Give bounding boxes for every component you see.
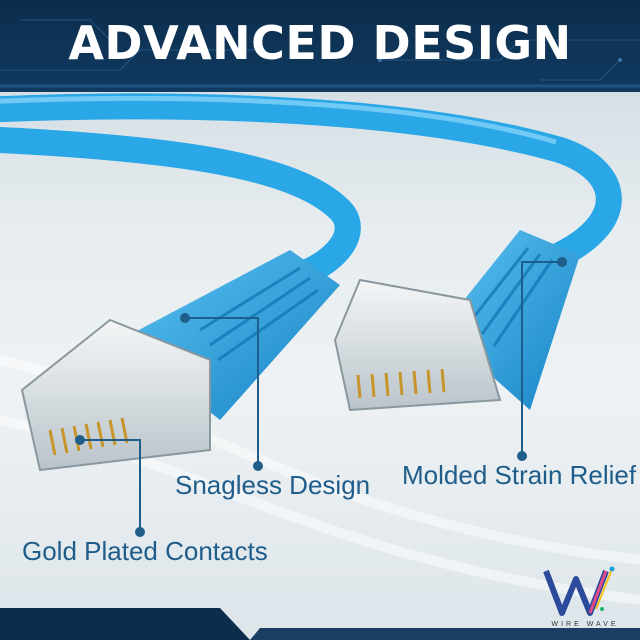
callout-line-molded [521,261,562,456]
footer-pattern [0,608,640,640]
page-title: ADVANCED DESIGN [68,16,572,70]
left-plug [20,318,211,472]
header-banner: ADVANCED DESIGN [0,0,640,92]
wire-wave-logo-icon [543,566,615,616]
brand-logo: WIRE WAVE [540,565,630,633]
callout-molded: Molded Strain Relief [402,460,637,490]
brand-name: WIRE WAVE [551,621,619,628]
callout-line-snagless [185,317,259,466]
cable-loop [0,93,622,288]
circuit-pattern [0,19,640,88]
callout-gold: Gold Plated Contacts [22,536,268,566]
right-plug [333,278,502,412]
callout-snagless: Snagless Design [175,470,371,500]
callout-line-gold [80,439,141,532]
